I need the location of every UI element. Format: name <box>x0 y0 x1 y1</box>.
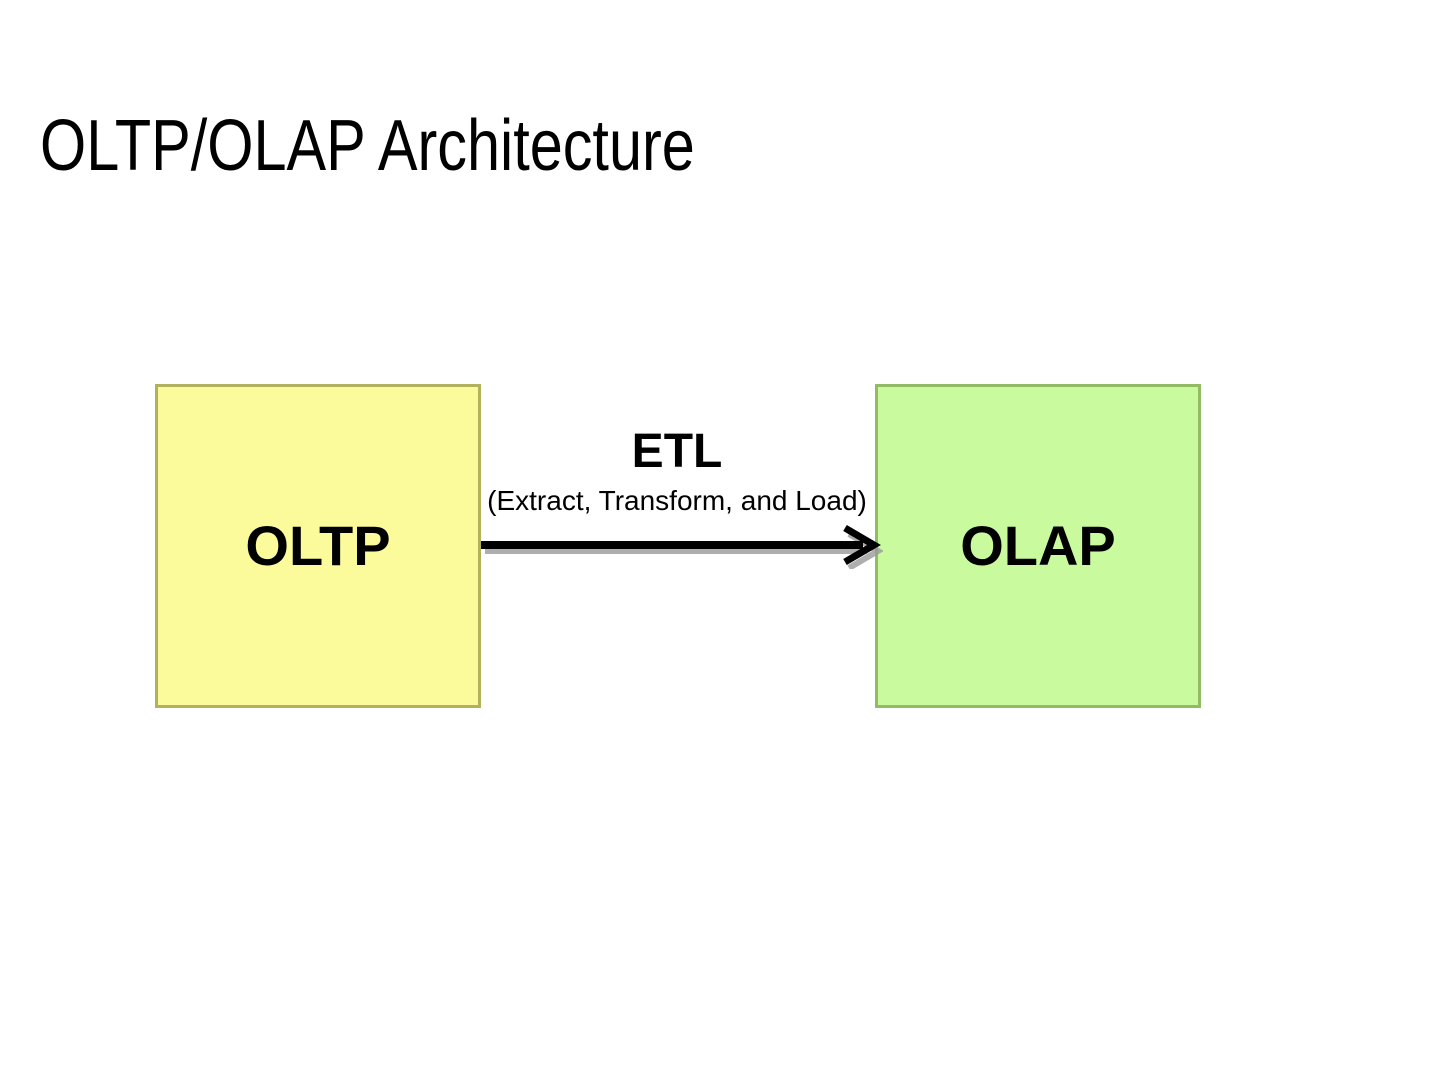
etl-edge-label: ETL <box>631 425 723 478</box>
etl-edge-sublabel: (Extract, Transform, and Load) <box>487 485 867 516</box>
arrow-main <box>481 524 881 566</box>
node-olap-label: OLAP <box>960 514 1116 577</box>
arrow-shadow <box>485 531 883 569</box>
node-olap: OLAP <box>875 384 1201 708</box>
node-oltp: OLTP <box>155 384 481 708</box>
arrow-right-icon <box>481 524 883 569</box>
node-oltp-label: OLTP <box>245 514 391 577</box>
page-title: OLTP/OLAP Architecture <box>40 106 695 187</box>
